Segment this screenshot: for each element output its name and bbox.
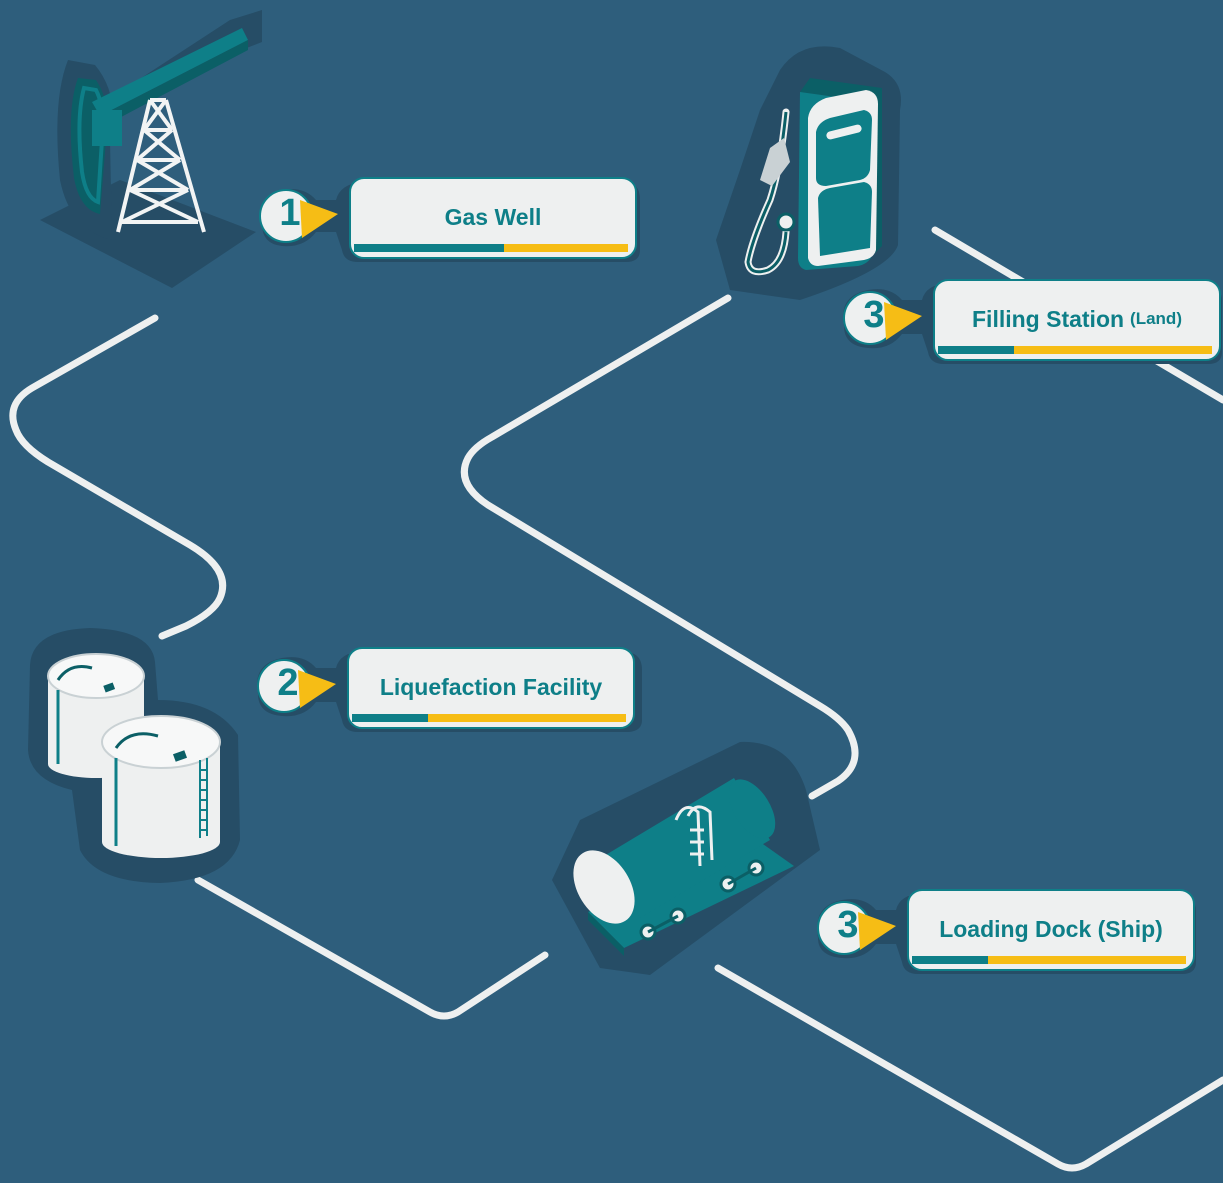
step-callout-gas-well — [259, 177, 640, 262]
step-label-loading-dock: Loading Dock (Ship) — [908, 890, 1194, 968]
step-number-loading-dock: 3 — [837, 904, 859, 946]
storage-tanks-icon — [28, 628, 240, 883]
step-label-liquefaction: Liquefaction Facility — [348, 648, 634, 726]
step-number-filling-station: 3 — [863, 294, 885, 336]
path-wagon-to-pump — [460, 294, 859, 800]
step-label-text: Gas Well — [444, 203, 542, 230]
step-label-text: Filling Station — [972, 305, 1125, 332]
fuel-pump-icon — [716, 46, 901, 300]
step-label-filling-station: Filling Station (Land) — [934, 280, 1220, 358]
path-tanks-to-wagon — [194, 876, 549, 1020]
supply-route-paths — [9, 226, 1223, 1172]
step-label-suffix: (Land) — [1130, 309, 1182, 328]
step-label-gas-well: Gas Well — [350, 178, 636, 256]
step-callout-liquefaction — [257, 647, 642, 732]
step-callout-filling-station — [843, 279, 1222, 364]
pumpjack-icon — [40, 10, 262, 288]
step-callout-loading-dock — [817, 889, 1196, 974]
step-number-gas-well: 1 — [279, 192, 301, 234]
path-well-to-tanks — [9, 314, 227, 640]
tank-wagon-icon — [552, 741, 820, 975]
step-label-text: Loading Dock (Ship) — [939, 915, 1163, 942]
step-number-liquefaction: 2 — [277, 662, 299, 704]
step-label-text: Liquefaction Facility — [379, 673, 603, 700]
path-wagon-to-bottom-right — [714, 964, 1223, 1172]
